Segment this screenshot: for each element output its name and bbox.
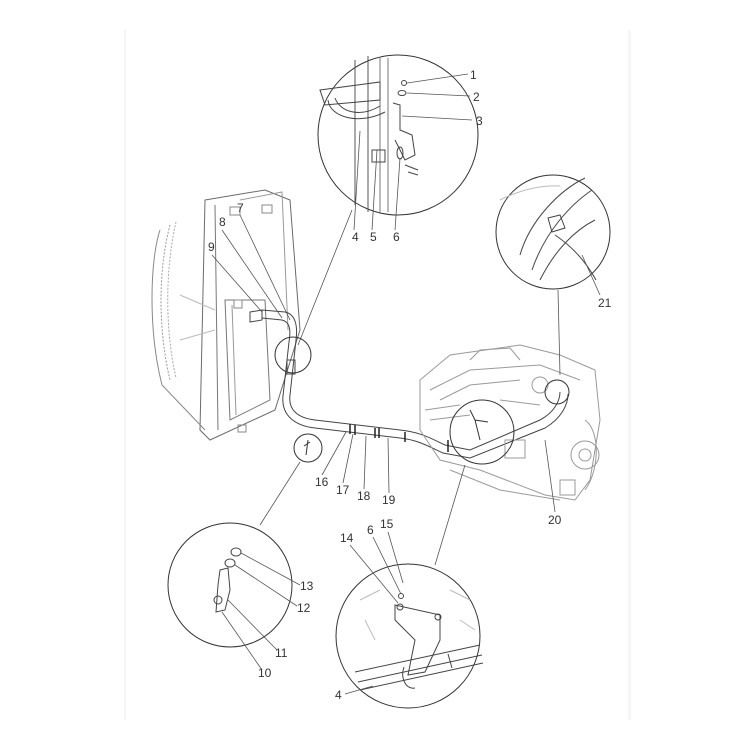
detail-bracket-bottom [335, 464, 484, 709]
callout-7: 7 [237, 201, 244, 215]
callout-18: 18 [357, 489, 371, 503]
callout-4-lower: 4 [335, 688, 342, 702]
callout-17: 17 [336, 483, 350, 497]
engine-block [419, 344, 601, 501]
detail-fastener-left [167, 433, 323, 671]
callout-21: 21 [598, 296, 612, 310]
callout-14: 14 [340, 531, 354, 545]
leader-lines [211, 214, 556, 513]
callout-19: 19 [382, 493, 396, 507]
callout-3: 3 [476, 114, 483, 128]
callout-8: 8 [219, 215, 226, 229]
callout-13: 13 [300, 579, 314, 593]
detail-clamp-right [495, 174, 611, 405]
detail-bracket-top [274, 54, 479, 374]
callout-6-lower: 6 [367, 523, 374, 537]
callout-12: 12 [297, 601, 311, 615]
callout-6: 6 [393, 230, 400, 244]
callout-11: 11 [275, 646, 288, 660]
callout-9: 9 [208, 240, 215, 254]
diagram-page [126, 30, 630, 720]
callout-10: 10 [258, 666, 272, 680]
coolant-hose [249, 309, 569, 459]
callout-15: 15 [380, 517, 394, 531]
callout-4: 4 [352, 230, 359, 244]
page-edge-right [628, 30, 631, 720]
callout-1: 1 [470, 68, 477, 82]
page-edge-left [124, 30, 127, 720]
callout-16: 16 [315, 475, 329, 489]
callout-5: 5 [370, 230, 377, 244]
radiator-assembly [151, 189, 301, 441]
callout-2: 2 [473, 90, 480, 104]
engine-detail-marker [449, 399, 515, 465]
callout-20: 20 [548, 513, 562, 527]
engine-bracket-sketch [469, 409, 489, 441]
